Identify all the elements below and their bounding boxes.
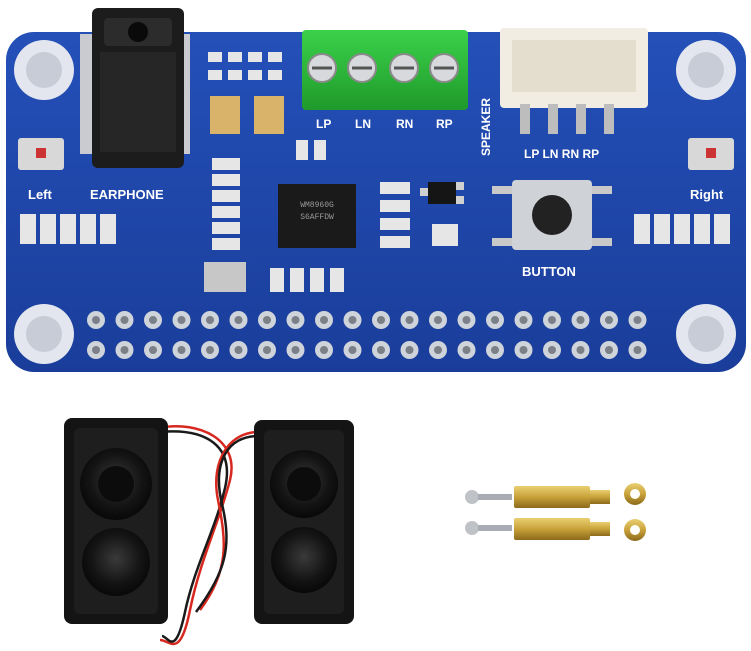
gpio-pin-hole [320, 316, 328, 324]
gpio-pin-hole [548, 346, 556, 354]
gpio-pin-hole [206, 346, 214, 354]
screw-bottom [465, 521, 512, 535]
earphone-jack [80, 8, 190, 168]
gpio-pin-hole [120, 316, 129, 324]
codec-chip: WM8960G S6AFFDW [278, 184, 356, 248]
gpio-pin-hole [92, 346, 100, 354]
gpio-pin-hole [462, 316, 471, 324]
gpio-header [87, 311, 647, 359]
silk-earphone: EARPHONE [90, 187, 164, 202]
gpio-pin-hole [377, 316, 385, 324]
brass-standoff-bottom [514, 518, 610, 540]
speaker-connector [500, 28, 648, 134]
gpio-pin-hole [291, 346, 300, 354]
gpio-pin-hole [519, 346, 528, 354]
gpio-pin-hole [491, 316, 499, 324]
gpio-pin-hole [576, 346, 585, 354]
gpio-pin-hole [149, 346, 157, 354]
gpio-pin-hole [434, 316, 442, 324]
gpio-pin-hole [462, 346, 471, 354]
gpio-pin-hole [405, 346, 414, 354]
silk-speaker: SPEAKER [479, 98, 493, 156]
mounting-hole-top-right [676, 40, 736, 100]
speaker-left [64, 418, 168, 624]
gpio-pin-hole [519, 316, 528, 324]
gpio-pin-hole [320, 346, 328, 354]
gpio-pin-hole [149, 316, 157, 324]
push-button [492, 180, 612, 250]
gpio-pin-hole [92, 316, 100, 324]
brass-standoff-top [514, 486, 610, 508]
gpio-pin-hole [120, 346, 129, 354]
speaker-right [254, 420, 354, 624]
silk-terminal-ln: LN [355, 117, 371, 131]
silk-left: Left [28, 187, 53, 202]
nut-top [624, 483, 646, 505]
gpio-pin-hole [263, 316, 271, 324]
gpio-pin-hole [434, 346, 442, 354]
gpio-pin-hole [177, 346, 186, 354]
gpio-pin-hole [206, 316, 214, 324]
chip-marking-line1: WM8960G [300, 201, 334, 210]
chip-marking-line2: S6AFFDW [300, 213, 334, 222]
silk-connector-labels: LP LN RN RP [524, 147, 599, 161]
silk-terminal-rn: RN [396, 117, 413, 131]
speaker-wire [157, 425, 263, 646]
gpio-pin-hole [291, 316, 300, 324]
silk-terminal-lp: LP [316, 117, 331, 131]
mounting-hole-top-left [14, 40, 74, 100]
microphone-left [18, 138, 64, 170]
gpio-pin-hole [576, 316, 585, 324]
smd-components [20, 52, 730, 292]
transistor [420, 182, 464, 204]
silk-button: BUTTON [522, 264, 576, 279]
audio-hat-board: WM8960G S6AFFDW [6, 8, 746, 372]
gpio-pin-hole [405, 316, 414, 324]
gpio-pin-hole [605, 346, 613, 354]
mounting-hole-bottom-right [676, 304, 736, 364]
gpio-pin-hole [377, 346, 385, 354]
microphone-right [688, 138, 734, 170]
gpio-pin-hole [491, 346, 499, 354]
gpio-pin-hole [633, 316, 642, 324]
screw-top [465, 490, 512, 504]
silk-terminal-rp: RP [436, 117, 453, 131]
silk-right: Right [690, 187, 724, 202]
gpio-pin-hole [605, 316, 613, 324]
gpio-pin-hole [234, 346, 243, 354]
gpio-pin-hole [548, 316, 556, 324]
speaker-terminal-block [302, 30, 468, 110]
gpio-pin-hole [177, 316, 186, 324]
gpio-pin-hole [633, 346, 642, 354]
gpio-pin-hole [348, 346, 357, 354]
gpio-pin-hole [234, 316, 243, 324]
nut-bottom [624, 519, 646, 541]
gpio-pin-hole [348, 316, 357, 324]
mounting-hole-bottom-left [14, 304, 74, 364]
gpio-pin-hole [263, 346, 271, 354]
